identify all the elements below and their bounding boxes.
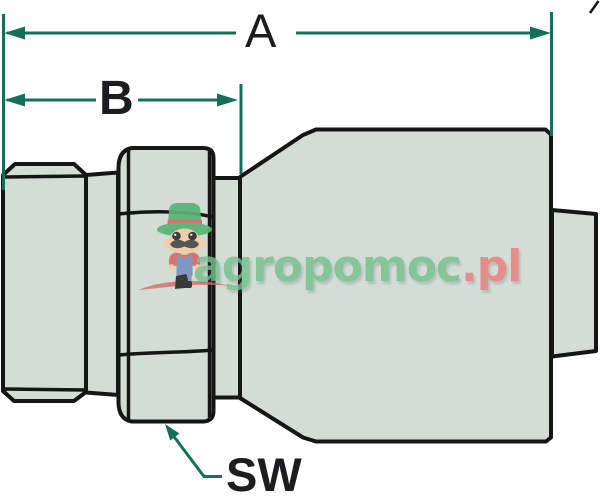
body <box>238 127 553 444</box>
dimension-a <box>2 12 553 190</box>
dimension-label-a: A <box>245 4 277 57</box>
dimension-label-b: B <box>99 72 134 125</box>
thread-end <box>1 162 88 403</box>
wrench-size-label: SW <box>226 448 302 501</box>
arrowhead-left-icon <box>4 93 25 107</box>
sw-leader <box>165 424 222 478</box>
dimension-b <box>4 84 243 174</box>
watermark-brand: agropomoc <box>193 241 462 292</box>
neck <box>84 170 120 397</box>
arrowhead-up-icon <box>165 424 180 441</box>
watermark: agropomoc.pl <box>193 245 522 289</box>
hydraulic-fitting <box>1 127 598 444</box>
watermark-tld: .pl <box>461 241 522 292</box>
arrowhead-right-icon <box>530 26 551 40</box>
arrowhead-right-icon <box>217 93 238 107</box>
arrowhead-left-icon <box>4 26 25 40</box>
farmer-mascot-icon <box>138 203 230 290</box>
corner-artifact <box>588 0 600 14</box>
nipple <box>550 208 598 359</box>
